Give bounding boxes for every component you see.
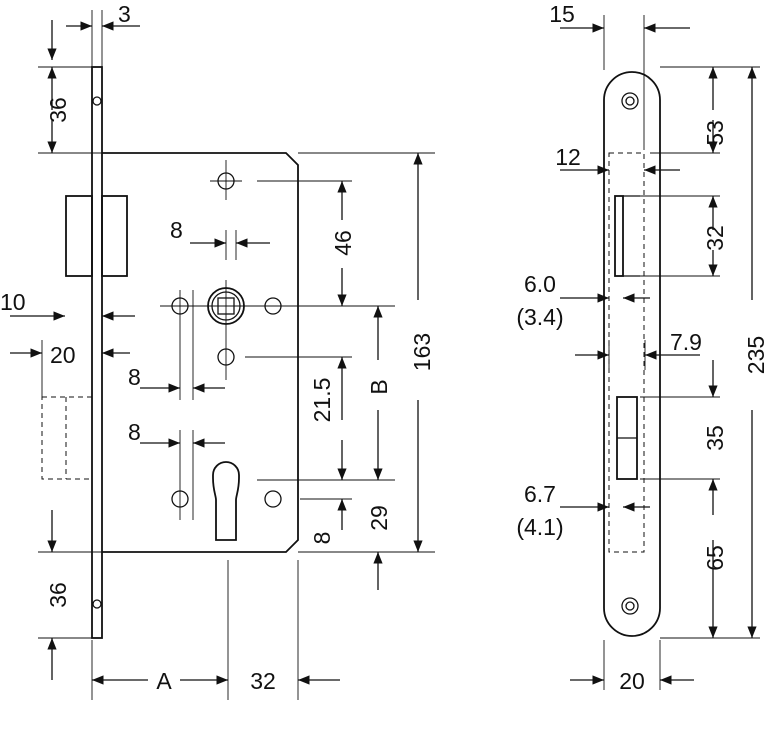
dim-6-7-alt: (4.1) bbox=[516, 514, 563, 540]
dim-12: 12 bbox=[555, 144, 581, 170]
dim-35: 35 bbox=[702, 425, 728, 451]
dim-235: 235 bbox=[743, 336, 769, 374]
dim-backset-10: 10 bbox=[0, 289, 26, 315]
dim-faceplate-thickness: 3 bbox=[118, 1, 131, 27]
dim-6-0: 6.0 bbox=[524, 271, 556, 297]
latch-bolt-inner bbox=[101, 195, 128, 277]
dim-163: 163 bbox=[409, 333, 435, 371]
dim-21-5: 21.5 bbox=[309, 378, 335, 423]
dim-46: 46 bbox=[330, 230, 356, 256]
dim-B: B bbox=[366, 379, 392, 394]
dim-A: A bbox=[156, 668, 172, 694]
dim-latch-20: 20 bbox=[50, 342, 76, 368]
dim-20-bottom: 20 bbox=[619, 668, 645, 694]
dim-53: 53 bbox=[702, 120, 728, 146]
lock-body bbox=[102, 152, 299, 553]
faceplate-front bbox=[603, 71, 661, 637]
dim-hole-8-mid: 8 bbox=[128, 364, 141, 390]
dim-bottom-36: 36 bbox=[45, 582, 71, 608]
dim-7-9: 7.9 bbox=[670, 329, 702, 355]
left-view bbox=[10, 10, 435, 700]
latch-front bbox=[614, 195, 624, 277]
cylinder-cutout bbox=[212, 461, 240, 541]
dim-65: 65 bbox=[702, 545, 728, 571]
dim-top-36: 36 bbox=[45, 97, 71, 123]
dim-hole-8-low: 8 bbox=[128, 419, 141, 445]
bolt-dashed bbox=[41, 396, 93, 480]
dim-8-bottom: 8 bbox=[309, 532, 335, 545]
dim-15: 15 bbox=[549, 1, 575, 27]
dim-32-bottom: 32 bbox=[250, 668, 276, 694]
dim-29: 29 bbox=[366, 505, 392, 531]
mounting-holes bbox=[171, 172, 282, 508]
dim-32-right: 32 bbox=[702, 225, 728, 251]
dim-6-0-alt: (3.4) bbox=[516, 304, 563, 330]
latch-bolt bbox=[65, 195, 93, 277]
right-view bbox=[560, 15, 760, 690]
dim-6-7: 6.7 bbox=[524, 481, 556, 507]
dim-hole-8-top: 8 bbox=[170, 217, 183, 243]
